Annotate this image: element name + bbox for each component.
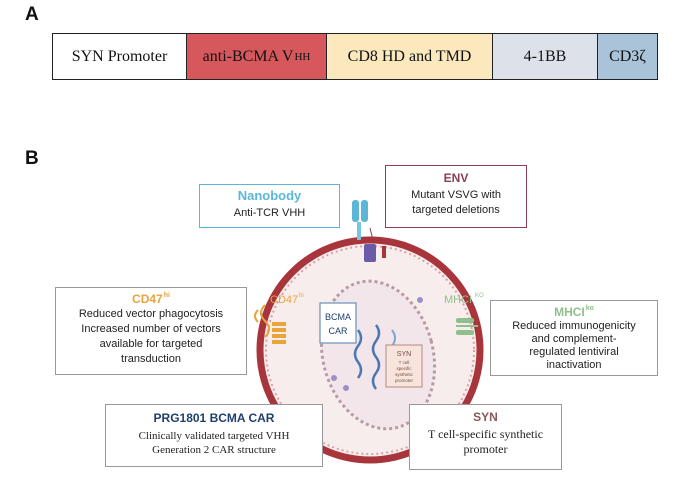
syn-box-title: SYN bbox=[397, 351, 411, 358]
mhci-callout: MHCIko Reduced immunogenicity and comple… bbox=[490, 300, 658, 376]
nanobody-callout: Nanobody Anti-TCR VHH bbox=[199, 184, 340, 228]
env-stalk bbox=[382, 246, 386, 258]
mhci-line: Reduced immunogenicity bbox=[512, 320, 636, 332]
segment-cd3z: CD3ζ bbox=[598, 34, 657, 79]
segment-syn-promoter-label: SYN Promoter bbox=[71, 47, 168, 65]
env-glycoprotein bbox=[364, 244, 376, 262]
segment-cd8-label: CD8 HD and TMD bbox=[347, 47, 472, 65]
cd47-body: Reduced vector phagocytosis Increased nu… bbox=[56, 307, 246, 367]
cd47-title: CD47 bbox=[132, 292, 163, 306]
segment-cd8-hd-tmd: CD8 HD and TMD bbox=[327, 34, 493, 79]
syn-box-line2: specific bbox=[396, 366, 412, 371]
cd47-line: available for targeted bbox=[99, 338, 203, 350]
mhci-line: and complement- bbox=[531, 333, 617, 345]
mhci-particle-label: MHCI bbox=[444, 294, 472, 306]
cd47-line: transduction bbox=[121, 353, 181, 365]
segment-4-1bb: 4-1BB bbox=[493, 34, 598, 79]
prg-callout: PRG1801 BCMA CAR Clinically validated ta… bbox=[105, 404, 323, 467]
mhci-particle-sup: KO bbox=[475, 293, 484, 299]
syn-box-line3: synthetic bbox=[395, 372, 414, 377]
nanobody-icon bbox=[352, 200, 368, 240]
mhci-title-sup: ko bbox=[585, 305, 594, 312]
segment-cd3z-label: CD3ζ bbox=[609, 47, 646, 65]
cd47-callout: CD47hi Reduced vector phagocytosis Incre… bbox=[55, 287, 247, 375]
prg-title: PRG1801 BCMA CAR bbox=[153, 411, 275, 425]
segment-4-1bb-label: 4-1BB bbox=[523, 47, 567, 65]
particle-dot bbox=[417, 297, 423, 303]
syn-box-line4: promoter bbox=[395, 378, 414, 383]
mhci-callout-title-wrap: MHCIko bbox=[491, 305, 657, 319]
nanobody-body: Anti-TCR VHH bbox=[233, 207, 306, 219]
rna-strand-2 bbox=[371, 324, 381, 390]
prg-line: Clinically validated targeted VHH bbox=[138, 430, 290, 442]
syn-promoter-box bbox=[385, 344, 423, 388]
nanobody-title: Nanobody bbox=[237, 188, 302, 203]
mhci-title: MHCI bbox=[554, 305, 585, 319]
syn-box-line1: T cell bbox=[399, 360, 410, 365]
syn-line: promoter bbox=[463, 442, 508, 456]
cd47-particle-label: CD47 bbox=[270, 294, 298, 306]
env-callout: ENV Mutant VSVG with targeted deletions bbox=[385, 165, 527, 228]
segment-syn-promoter: SYN Promoter bbox=[53, 34, 187, 79]
syn-body: T cell-specific synthetic promoter bbox=[410, 427, 561, 457]
prg-line: Generation 2 CAR structure bbox=[152, 444, 276, 456]
panel-b-letter: B bbox=[25, 148, 39, 169]
cd47-line: Reduced vector phagocytosis bbox=[78, 308, 224, 320]
bcma-car-line1: BCMA bbox=[325, 312, 351, 322]
particle-dot bbox=[343, 385, 349, 391]
env-title: ENV bbox=[443, 171, 469, 185]
particle-dot bbox=[331, 375, 337, 381]
syn-title: SYN bbox=[473, 410, 498, 424]
cd47-callout-title-wrap: CD47hi bbox=[56, 292, 246, 306]
cd47-title-sup: hi bbox=[163, 292, 170, 299]
bcma-car-label-box bbox=[319, 302, 357, 344]
panel-a-letter: A bbox=[25, 4, 39, 25]
prg-body: Clinically validated targeted VHH Genera… bbox=[106, 429, 322, 457]
bcma-car-line2: CAR bbox=[328, 326, 348, 336]
mhci-line: regulated lentiviral bbox=[529, 346, 619, 358]
rna-strand-1 bbox=[353, 329, 363, 379]
mhci-line: inactivation bbox=[546, 359, 602, 371]
segment-anti-bcma-subscript: HH bbox=[294, 50, 311, 63]
cd47-line: Increased number of vectors bbox=[81, 323, 221, 335]
syn-callout: SYN T cell-specific synthetic promoter bbox=[409, 404, 562, 470]
mhci-protein-icon bbox=[456, 318, 478, 335]
cd47-protein-icon bbox=[254, 304, 286, 344]
mhci-body: Reduced immunogenicity and complement- r… bbox=[491, 320, 657, 372]
env-body: Mutant VSVG with targeted deletions bbox=[411, 189, 501, 216]
segment-anti-bcma-label: anti-BCMA V bbox=[202, 47, 294, 65]
syn-line: T cell-specific synthetic bbox=[427, 427, 544, 441]
cd47-particle-sup: hi bbox=[299, 293, 304, 299]
membrane-inner-layer bbox=[265, 245, 475, 455]
